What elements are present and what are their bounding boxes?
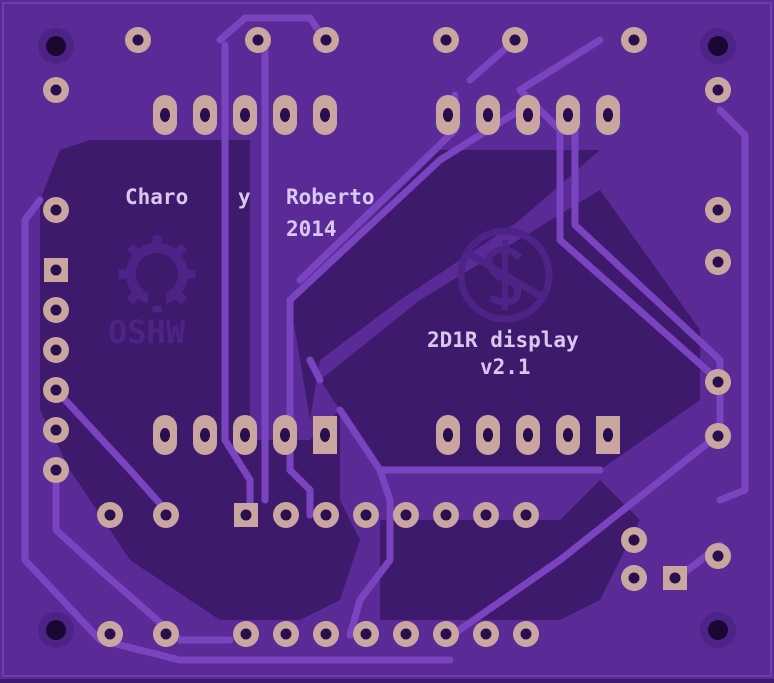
pad-hole [240,428,250,442]
pad-hole [628,34,640,46]
pad-hole [280,509,292,521]
pad-hole [50,84,62,96]
pad-hole [563,428,573,442]
pad-hole [712,204,724,216]
pad-hole [50,204,62,216]
pad-hole [483,108,493,122]
pad-hole [320,428,330,442]
pad-hole [50,304,62,316]
pad-hole [280,628,292,640]
pad-hole [360,628,372,640]
pad-hole [483,428,493,442]
pad-hole [400,509,412,521]
pad-hole [320,34,332,46]
pad-hole [712,84,724,96]
title-text: 2D1R display [427,328,579,352]
pad-hole [200,108,210,122]
pad-hole [603,428,613,442]
pad-hole [360,509,372,521]
pad-hole [563,108,573,122]
square-pads [44,258,687,590]
pad-hole [669,572,681,584]
pad-hole [480,509,492,521]
pad-hole [712,256,724,268]
author2-text: Roberto [286,185,375,209]
pad-hole [440,34,452,46]
pad-hole [50,424,62,436]
pad-hole [520,509,532,521]
pad-hole [160,509,172,521]
pad-hole [628,572,640,584]
oshw-label: OSHW [108,313,186,351]
no-dollar-icon [457,227,553,323]
pad-hole [712,376,724,388]
pad-hole [628,534,640,546]
oshw-gear-icon [118,235,196,313]
pad-hole [104,628,116,640]
pad-hole [280,428,290,442]
version-text: v2.1 [480,355,531,379]
pad-hole [443,428,453,442]
conjunction-text: y [238,185,251,209]
pad-hole [523,108,533,122]
pad-hole [50,264,62,276]
pad-hole [240,108,250,122]
pad-hole [400,628,412,640]
pad-hole [712,430,724,442]
pad-hole [252,34,264,46]
pad-hole [104,509,116,521]
pad-hole [50,344,62,356]
pad-hole [240,628,252,640]
pad-hole [280,108,290,122]
pad-hole [480,628,492,640]
author1-text: Charo [125,185,188,209]
pad-hole [520,628,532,640]
pad-hole [443,108,453,122]
pad-hole [160,108,170,122]
pad-hole [50,384,62,396]
pad-hole [523,428,533,442]
pad-hole [320,108,330,122]
pad-hole [200,428,210,442]
pad-hole [160,628,172,640]
pad-hole [440,628,452,640]
round-pads [43,27,731,647]
pad-hole [240,509,252,521]
pad-hole [509,34,521,46]
pad-hole [160,428,170,442]
year-text: 2014 [286,217,337,241]
ground-pour [40,140,700,620]
display-pads [153,95,620,455]
pad-hole [50,464,62,476]
pad-hole [132,34,144,46]
pad-hole [712,550,724,562]
pad-hole [320,628,332,640]
pad-hole [440,509,452,521]
pad-hole [603,108,613,122]
mounting-holes [38,28,736,648]
pad-hole [320,509,332,521]
